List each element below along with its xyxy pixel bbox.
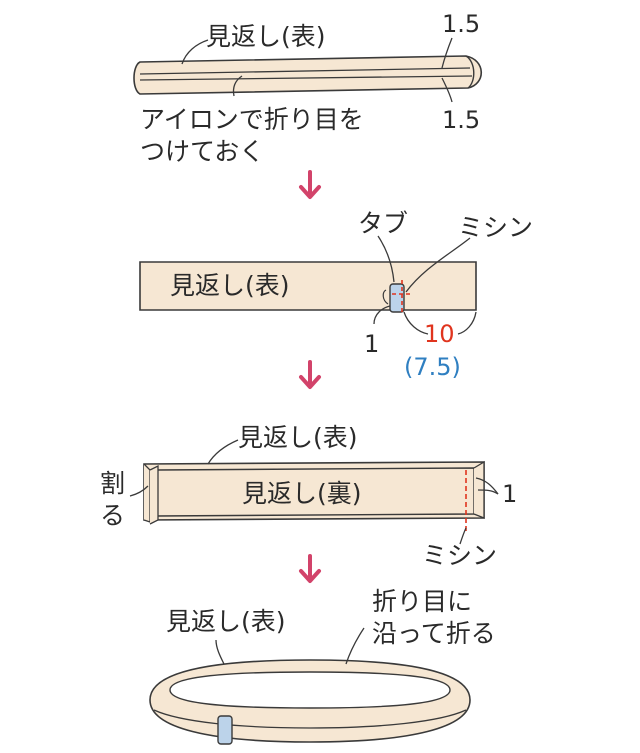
fold-line-top: [139, 67, 471, 75]
split-seam-left: [143, 463, 151, 523]
leader-facing: [181, 39, 209, 65]
leader-fold: [345, 627, 365, 665]
leader-seam-lower: [477, 489, 499, 495]
step1-iron-line2: つけておく: [140, 137, 264, 166]
step2-facing-label: 見返し(表): [170, 271, 290, 300]
step3-split-line2: る: [100, 501, 125, 530]
step2-facing-strip: 見返し(表) タブ ミシン 1 10 (7.5): [139, 209, 533, 381]
leader-dim-top: [441, 37, 453, 69]
leader-front: [207, 439, 239, 465]
step3-sewn-strip: 見返し(表) 見返し(裏) 割 る 1 ミシン: [100, 423, 517, 570]
fold-line-bottom: [139, 75, 473, 81]
leader-split: [129, 485, 149, 497]
step1-folded-strip: 見返し(表) 1.5 1.5 アイロンで折り目を つけておく: [133, 10, 483, 166]
step3-split-line1: 割: [100, 469, 125, 498]
step1-dim-bottom: 1.5: [442, 106, 480, 134]
step1-facing-label: 見返し(表): [206, 22, 326, 51]
step2-sewing-label: ミシン: [458, 213, 533, 242]
step2-dim-blue: (7.5): [404, 353, 461, 381]
down-arrow-icon: [299, 170, 321, 199]
step3-back-label: 見返し(裏): [242, 479, 362, 508]
step4-fold-line1: 折り目に: [372, 587, 472, 616]
leader-iron: [232, 75, 243, 97]
step2-tab-label: タブ: [358, 209, 408, 238]
leader-dim-bottom: [441, 77, 453, 103]
step1-iron-line1: アイロンで折り目を: [140, 105, 364, 134]
tab-fold: [382, 289, 389, 305]
loop-inner: [169, 671, 451, 709]
down-arrow-icon: [299, 554, 321, 583]
leader-tab: [377, 235, 395, 283]
step1-dim-top: 1.5: [442, 10, 480, 38]
step4-fold-line2: 沿って折る: [372, 619, 496, 648]
strip-end-curve: [465, 55, 475, 89]
folded-strip-body: [133, 55, 483, 95]
step2-dim-red: 10: [424, 320, 455, 348]
step3-front-label: 見返し(表): [238, 423, 358, 452]
step4-loop: 見返し(表) 折り目に 沿って折る: [149, 587, 496, 745]
loop-tab: [217, 715, 233, 745]
step2-dim-tab: 1: [364, 330, 379, 358]
split-seam-right: [149, 464, 159, 525]
down-arrow-icon: [299, 360, 321, 389]
leader-facing4: [215, 639, 225, 665]
step3-dim-seam: 1: [502, 480, 517, 508]
step3-sewing-label: ミシン: [422, 541, 497, 570]
tab-shape: [389, 283, 405, 313]
leader-sewing: [405, 237, 471, 293]
leader-dim-tab: [373, 305, 391, 325]
leader-seam-upper: [475, 477, 499, 495]
leader-dim-left: [403, 311, 429, 335]
leader-dim-right: [457, 311, 477, 335]
step4-facing-label: 見返し(表): [166, 607, 286, 636]
leader-sewing3: [459, 527, 467, 545]
loop-fold-line: [153, 709, 467, 729]
